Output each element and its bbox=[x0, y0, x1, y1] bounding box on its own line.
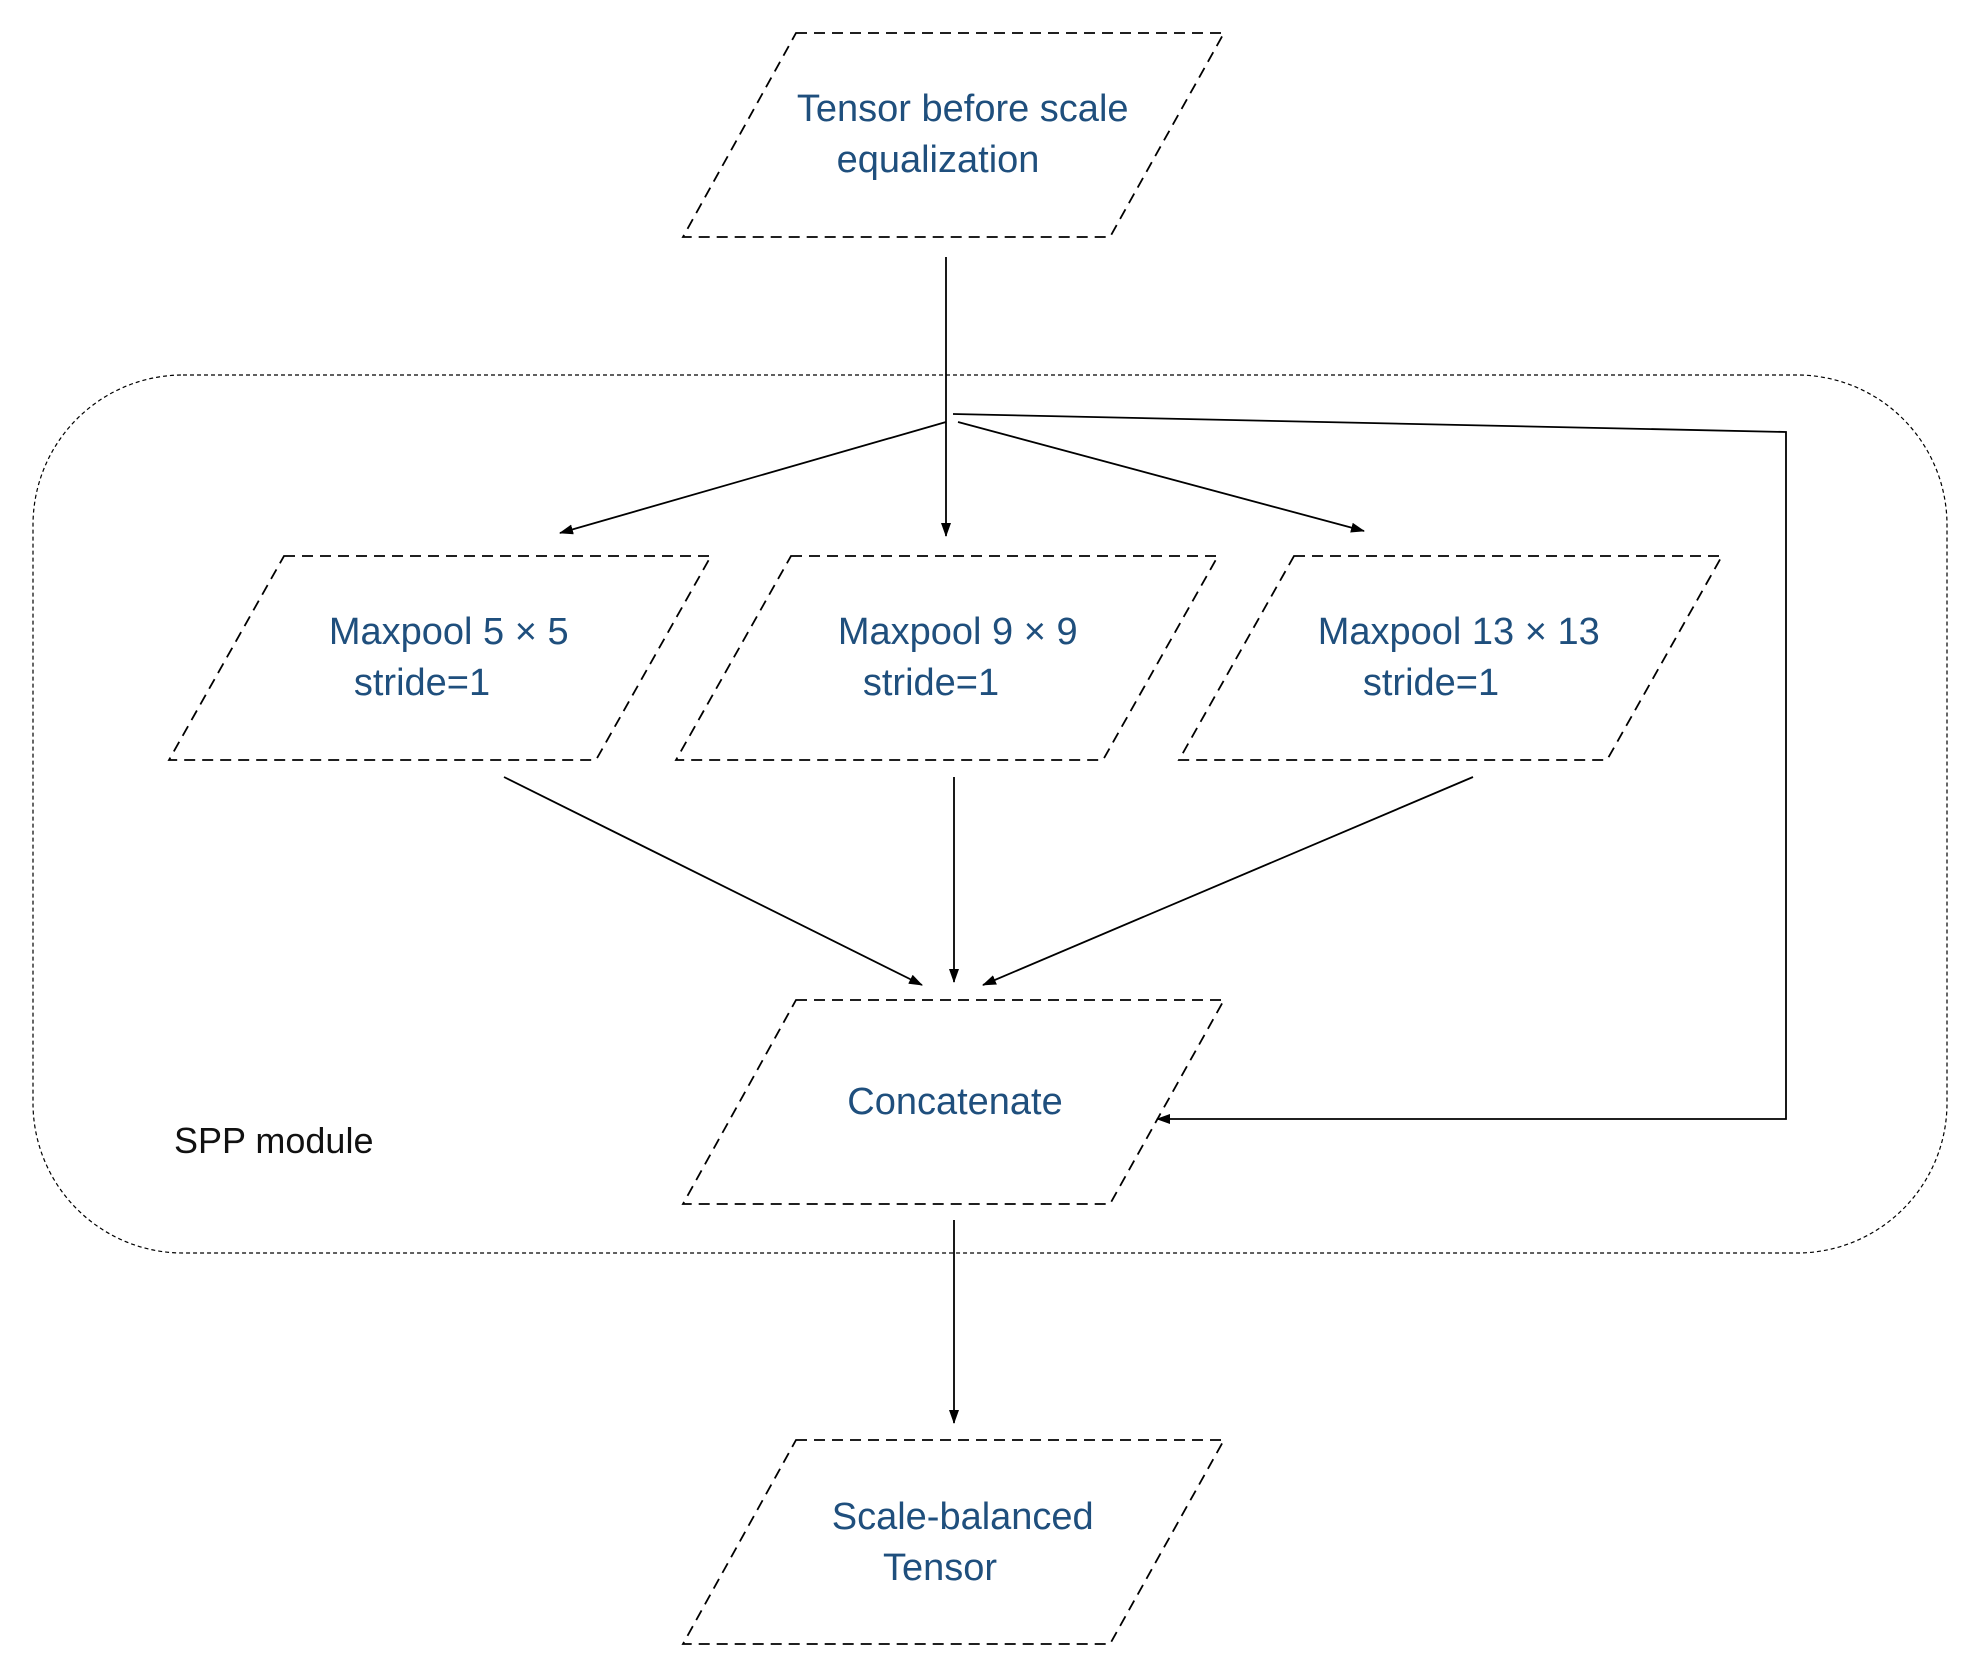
maxpool-9-label-line-2: stride=1 bbox=[863, 662, 999, 704]
maxpool-5-label: Maxpool 5 × 5 stride=1 bbox=[329, 611, 579, 704]
input-label-line-1: Tensor before scale bbox=[797, 88, 1129, 130]
maxpool-5-shape bbox=[167, 555, 713, 761]
output-label: Scale-balanced Tensor bbox=[832, 1496, 1105, 1589]
input-shape bbox=[681, 32, 1226, 238]
maxpool-13-shape bbox=[1177, 555, 1724, 761]
maxpool-9-label: Maxpool 9 × 9 stride=1 bbox=[838, 611, 1088, 704]
maxpool-5-label-line-1: Maxpool 5 × 5 bbox=[329, 611, 569, 653]
concatenate-label: Concatenate bbox=[847, 1081, 1063, 1123]
concatenate-label-line-1: Concatenate bbox=[847, 1081, 1063, 1123]
output-label-line-2: Tensor bbox=[883, 1547, 997, 1589]
input-label-line-2: equalization bbox=[837, 139, 1040, 181]
maxpool-5-label-line-2: stride=1 bbox=[354, 662, 490, 704]
output-label-line-1: Scale-balanced bbox=[832, 1496, 1094, 1538]
node-maxpool-13: Maxpool 13 × 13 stride=1 bbox=[1177, 555, 1724, 761]
maxpool-13-label: Maxpool 13 × 13 stride=1 bbox=[1318, 611, 1611, 704]
node-maxpool-5: Maxpool 5 × 5 stride=1 bbox=[167, 555, 713, 761]
node-output: Scale-balanced Tensor bbox=[681, 1439, 1226, 1645]
maxpool-9-label-line-1: Maxpool 9 × 9 bbox=[838, 611, 1078, 653]
edge-maxpool-5-to-concatenate bbox=[503, 776, 923, 986]
spp-module-label: SPP module bbox=[174, 1120, 373, 1161]
edge-shortcut-to-concatenate bbox=[952, 413, 1787, 1124]
node-concatenate: Concatenate bbox=[681, 999, 1226, 1205]
edge-branch-to-maxpool-13 bbox=[957, 421, 1365, 533]
node-input: Tensor before scale equalization bbox=[681, 32, 1226, 238]
output-shape bbox=[681, 1439, 1226, 1645]
edge-branch-to-maxpool-5 bbox=[559, 421, 947, 535]
maxpool-13-label-line-2: stride=1 bbox=[1363, 662, 1499, 704]
input-label: Tensor before scale equalization bbox=[797, 88, 1139, 181]
spp-module-container bbox=[32, 374, 1948, 1254]
maxpool-9-shape bbox=[674, 555, 1220, 761]
node-maxpool-9: Maxpool 9 × 9 stride=1 bbox=[674, 555, 1220, 761]
maxpool-13-label-line-1: Maxpool 13 × 13 bbox=[1318, 611, 1600, 653]
edge-maxpool-13-to-concatenate bbox=[982, 776, 1474, 986]
